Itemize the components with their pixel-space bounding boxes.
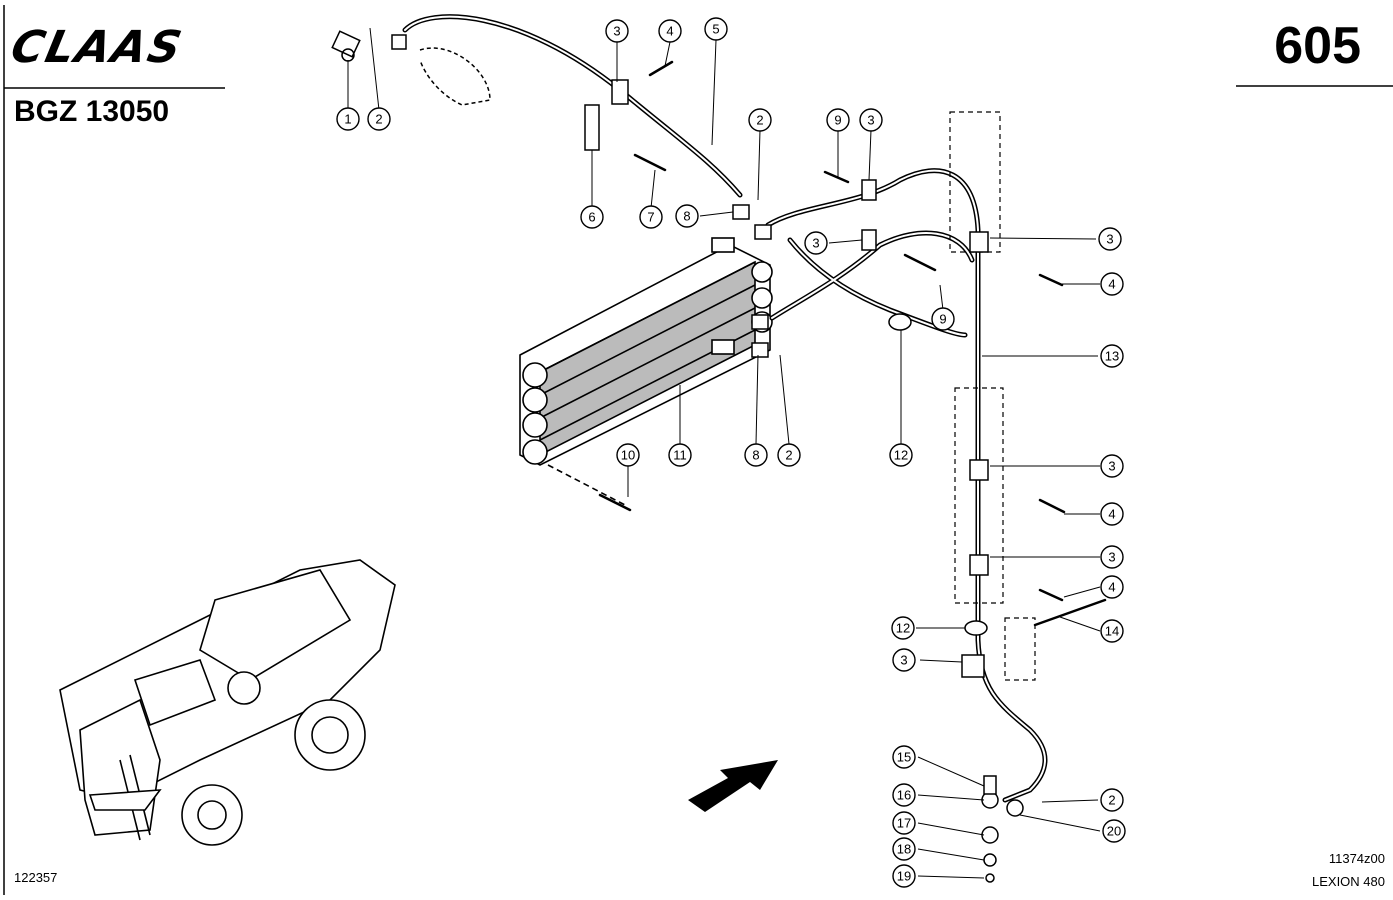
svg-text:4: 4 (1108, 580, 1115, 595)
callout-2: 2 (777, 443, 801, 467)
callout-15: 15 (892, 745, 916, 769)
svg-text:13: 13 (1105, 349, 1119, 364)
svg-text:5: 5 (712, 22, 719, 37)
footer-right-code: 11374z00 (1328, 851, 1385, 866)
callout-8: 8 (744, 443, 768, 467)
svg-text:7: 7 (647, 210, 654, 225)
svg-text:19: 19 (897, 869, 911, 884)
callout-3: 3 (1100, 454, 1124, 478)
svg-text:9: 9 (834, 113, 841, 128)
svg-text:3: 3 (1108, 550, 1115, 565)
svg-text:2: 2 (785, 448, 792, 463)
callout-9: 9 (826, 108, 850, 132)
svg-text:3: 3 (812, 236, 819, 251)
callout-12: 12 (889, 443, 913, 467)
svg-text:8: 8 (752, 448, 759, 463)
svg-text:9: 9 (939, 312, 946, 327)
callout-11: 11 (668, 443, 692, 467)
callout-2: 2 (367, 107, 391, 131)
callout-3: 3 (1100, 545, 1124, 569)
callout-4: 4 (1100, 575, 1124, 599)
callout-12: 12 (891, 616, 915, 640)
callout-3: 3 (859, 108, 883, 132)
callout-5: 5 (704, 17, 728, 41)
bolts (598, 60, 1107, 627)
callout-2: 2 (1100, 788, 1124, 812)
combine-harvester-sketch (59, 559, 396, 846)
svg-text:16: 16 (897, 788, 911, 803)
callout-9: 9 (931, 307, 955, 331)
callout-7: 7 (639, 205, 663, 229)
svg-text:3: 3 (1108, 459, 1115, 474)
footer-machine: LEXION 480 (1312, 874, 1385, 889)
svg-text:3: 3 (613, 24, 620, 39)
svg-text:3: 3 (867, 113, 874, 128)
callout-10: 10 (616, 443, 640, 467)
svg-text:4: 4 (1108, 277, 1115, 292)
leader-lines (347, 27, 1101, 879)
callout-18: 18 (892, 837, 916, 861)
svg-text:20: 20 (1107, 824, 1121, 839)
svg-text:6: 6 (588, 210, 595, 225)
callout-6: 6 (580, 205, 604, 229)
callout-3: 3 (892, 648, 916, 672)
svg-text:14: 14 (1105, 624, 1119, 639)
svg-text:2: 2 (756, 113, 763, 128)
frame-brackets (949, 111, 1036, 681)
svg-text:15: 15 (897, 750, 911, 765)
callout-16: 16 (892, 783, 916, 807)
callout-3: 3 (605, 19, 629, 43)
page-number: 605 (1274, 17, 1361, 75)
callout-3: 3 (804, 231, 828, 255)
callout-20: 20 (1102, 819, 1126, 843)
callout-19: 19 (892, 864, 916, 888)
direction-arrow (688, 760, 778, 812)
svg-text:18: 18 (897, 842, 911, 857)
svg-text:3: 3 (900, 653, 907, 668)
svg-text:2: 2 (375, 112, 382, 127)
clamps (584, 79, 1024, 883)
svg-text:4: 4 (1108, 507, 1115, 522)
callout-14: 14 (1100, 619, 1124, 643)
svg-text:11: 11 (673, 448, 687, 463)
model-code: BGZ 13050 (14, 95, 170, 128)
svg-text:3: 3 (1106, 232, 1113, 247)
svg-text:17: 17 (897, 816, 911, 831)
callout-4: 4 (658, 19, 682, 43)
callout-4: 4 (1100, 502, 1124, 526)
callout-13: 13 (1100, 344, 1124, 368)
svg-text:2: 2 (1108, 793, 1115, 808)
callout-8: 8 (675, 204, 699, 228)
callout-17: 17 (892, 811, 916, 835)
callout-2: 2 (748, 108, 772, 132)
footer-left-code: 122357 (14, 870, 58, 885)
svg-text:12: 12 (896, 621, 910, 636)
svg-text:12: 12 (894, 448, 908, 463)
svg-text:1: 1 (344, 112, 351, 127)
svg-text:10: 10 (621, 448, 635, 463)
callout-1: 1 (336, 107, 360, 131)
svg-text:4: 4 (666, 24, 673, 39)
callout-3: 3 (1098, 227, 1122, 251)
callout-4: 4 (1100, 272, 1124, 296)
svg-text:8: 8 (683, 209, 690, 224)
